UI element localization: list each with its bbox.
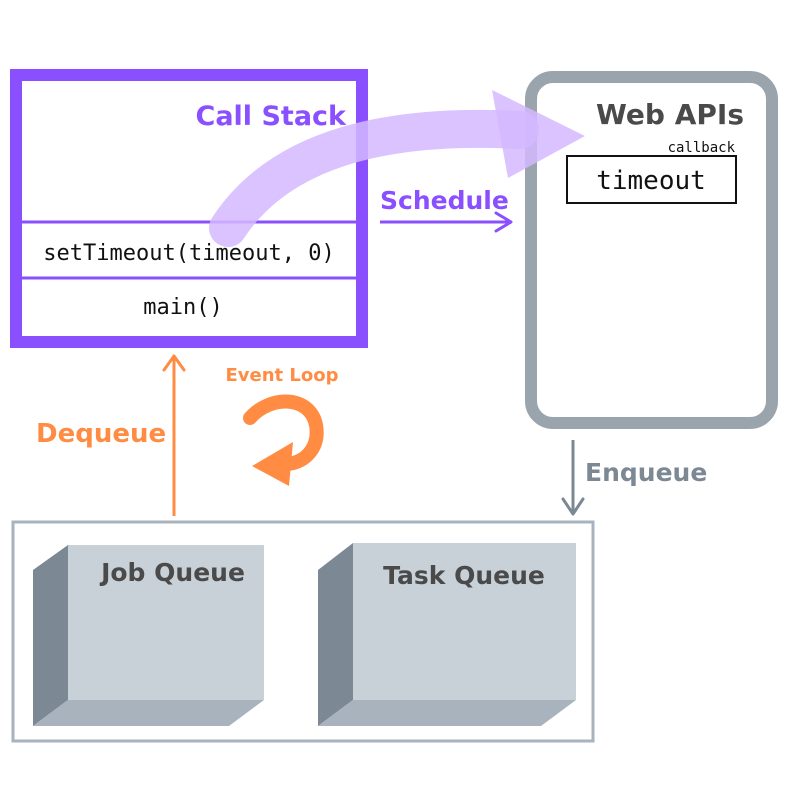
task-queue-front	[353, 543, 576, 700]
callback-flow-arrow-head	[492, 90, 585, 178]
enqueue-label: Enqueue	[585, 458, 707, 487]
callback-box	[566, 155, 737, 204]
job-queue-bottom	[33, 700, 264, 726]
call-stack-title: Call Stack	[196, 101, 348, 132]
job-queue-front	[68, 545, 264, 700]
event-loop-arrow-head	[252, 442, 293, 486]
stack-frame: setTimeout(timeout, 0)	[43, 241, 334, 266]
web-apis-title: Web APIs	[596, 98, 744, 131]
event-loop-icon	[243, 394, 324, 471]
task-queue-label: Task Queue	[383, 561, 545, 590]
event-loop-label: Event Loop	[225, 365, 338, 386]
schedule-arrow-head	[494, 211, 513, 233]
enqueue-arrow-head	[561, 497, 585, 516]
dequeue-label: Dequeue	[36, 419, 166, 449]
task-queue-side	[318, 543, 353, 726]
call-stack-box	[10, 69, 368, 348]
schedule-label: Schedule	[380, 186, 509, 215]
task-queue-bottom	[318, 700, 576, 726]
callback-label: callback	[668, 140, 736, 156]
callback-name: timeout	[596, 166, 706, 196]
callback-flow-arrow-body	[209, 109, 539, 247]
job-queue-side	[33, 545, 68, 726]
stack-frame: main()	[143, 295, 222, 320]
job-queue-label: Job Queue	[99, 558, 245, 587]
dequeue-arrow-head	[162, 354, 186, 372]
